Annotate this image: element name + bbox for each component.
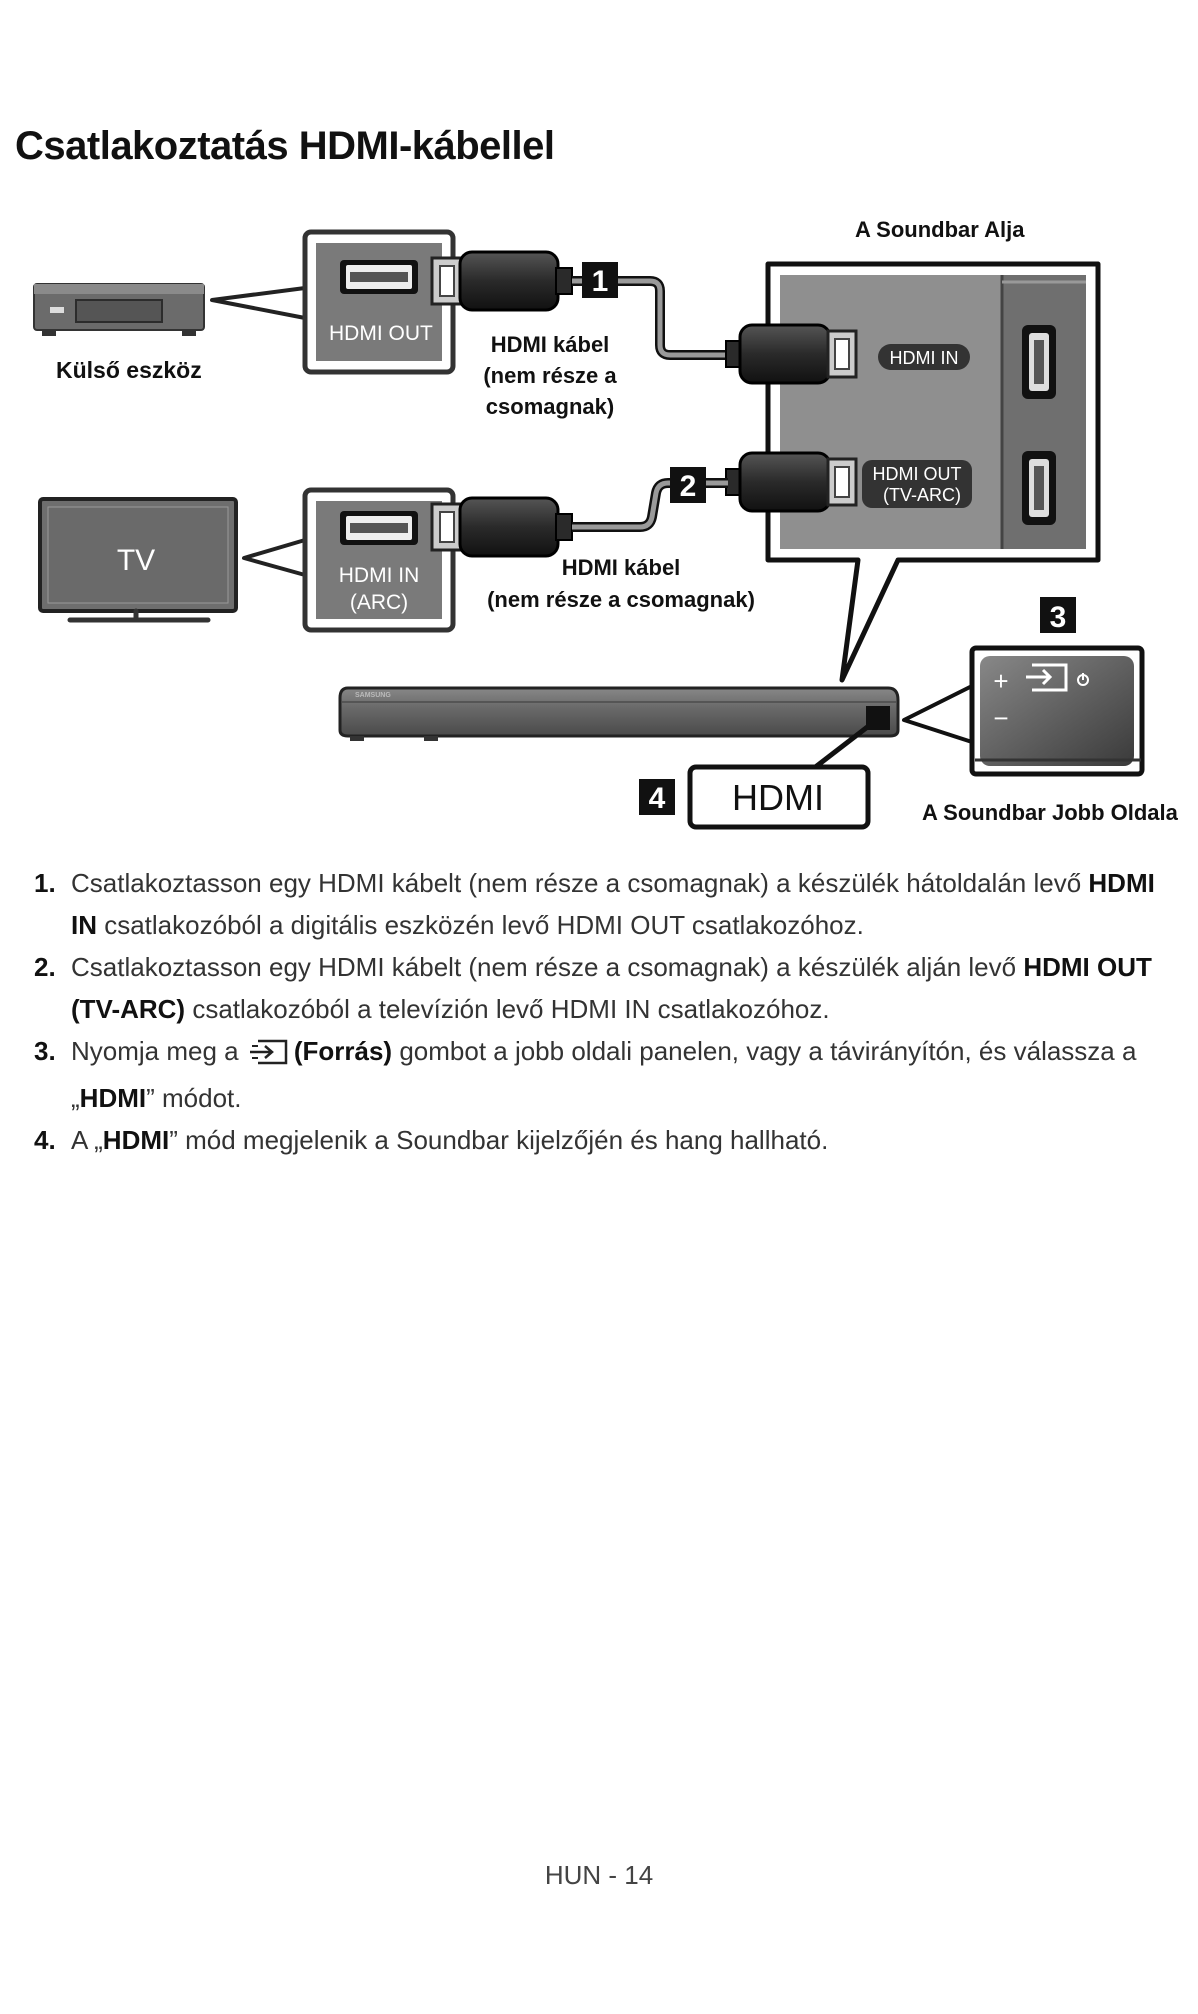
- step-3: 3.Nyomja meg a (Forrás) gombot a jobb ol…: [0, 1030, 1198, 1119]
- external-device-label: Külső eszköz: [56, 357, 202, 383]
- instruction-list: 1.Csatlakoztasson egy HDMI kábelt (nem r…: [0, 862, 1198, 1161]
- hdmi-plug-2a: [430, 496, 573, 558]
- step-number: 2.: [34, 952, 56, 982]
- hdmi-plug-1a: [430, 250, 573, 312]
- step-badge-1: 1: [592, 265, 609, 298]
- source-icon[interactable]: [1026, 663, 1068, 692]
- step-2: 2.Csatlakoztasson egy HDMI kábelt (nem r…: [0, 946, 1198, 1030]
- page-title: Csatlakoztatás HDMI-kábellel: [15, 124, 555, 168]
- step-badge-4: 4: [649, 782, 666, 815]
- soundbar-bottom-label: A Soundbar Alja: [855, 217, 1025, 242]
- hdmi-out-label: HDMI OUT: [329, 322, 433, 345]
- step-number: 4.: [34, 1125, 56, 1155]
- hdmi-plug-1b: [725, 323, 858, 385]
- volume-down-button[interactable]: −: [993, 703, 1008, 733]
- step-number: 1.: [34, 868, 56, 898]
- soundbar-side-panel: [902, 645, 1145, 777]
- tv-hdmi-in-label-line1: HDMI IN: [339, 564, 420, 587]
- cable2-label-line1: HDMI kábel: [562, 555, 681, 580]
- volume-up-button[interactable]: +: [993, 666, 1008, 696]
- soundbar-icon: [338, 686, 900, 741]
- external-device-icon: [33, 283, 205, 336]
- cable1-label-line1: HDMI kábel: [491, 332, 610, 357]
- page-footer: HUN - 14: [544, 1860, 654, 1890]
- step-4: 4.A „HDMI” mód megjelenik a Soundbar kij…: [0, 1119, 1198, 1161]
- step-1: 1.Csatlakoztasson egy HDMI kábelt (nem r…: [0, 862, 1198, 946]
- cable1-label-line2: (nem része a: [483, 363, 617, 388]
- soundbar-brand: SAMSUNG: [355, 692, 391, 699]
- display-text: HDMI: [732, 777, 824, 818]
- tv-label: TV: [117, 544, 155, 577]
- tv-hdmi-in-port: [302, 487, 456, 633]
- source-icon: [248, 1035, 290, 1077]
- tv-hdmi-in-label-line2: (ARC): [350, 591, 408, 614]
- panel-hdmi-out-label-line1: HDMI OUT: [873, 464, 962, 484]
- panel-hdmi-in-label: HDMI IN: [890, 348, 959, 368]
- step-number: 3.: [34, 1036, 56, 1066]
- connection-diagram: A Soundbar Alja Külső eszköz HDMI OUT 1 …: [33, 217, 1179, 830]
- cable1-label-line3: csomagnak): [486, 394, 614, 419]
- step-badge-2: 2: [680, 470, 697, 503]
- cable2-label-line2: (nem része a csomagnak): [487, 587, 755, 612]
- tv-icon: [38, 497, 238, 623]
- panel-hdmi-out-label-line2: (TV-ARC): [883, 485, 961, 505]
- step-badge-3: 3: [1050, 601, 1067, 634]
- power-icon[interactable]: [1077, 673, 1089, 686]
- soundbar-right-label: A Soundbar Jobb Oldala: [922, 800, 1179, 825]
- display-callout: [687, 764, 871, 830]
- hdmi-plug-2b: [725, 451, 858, 513]
